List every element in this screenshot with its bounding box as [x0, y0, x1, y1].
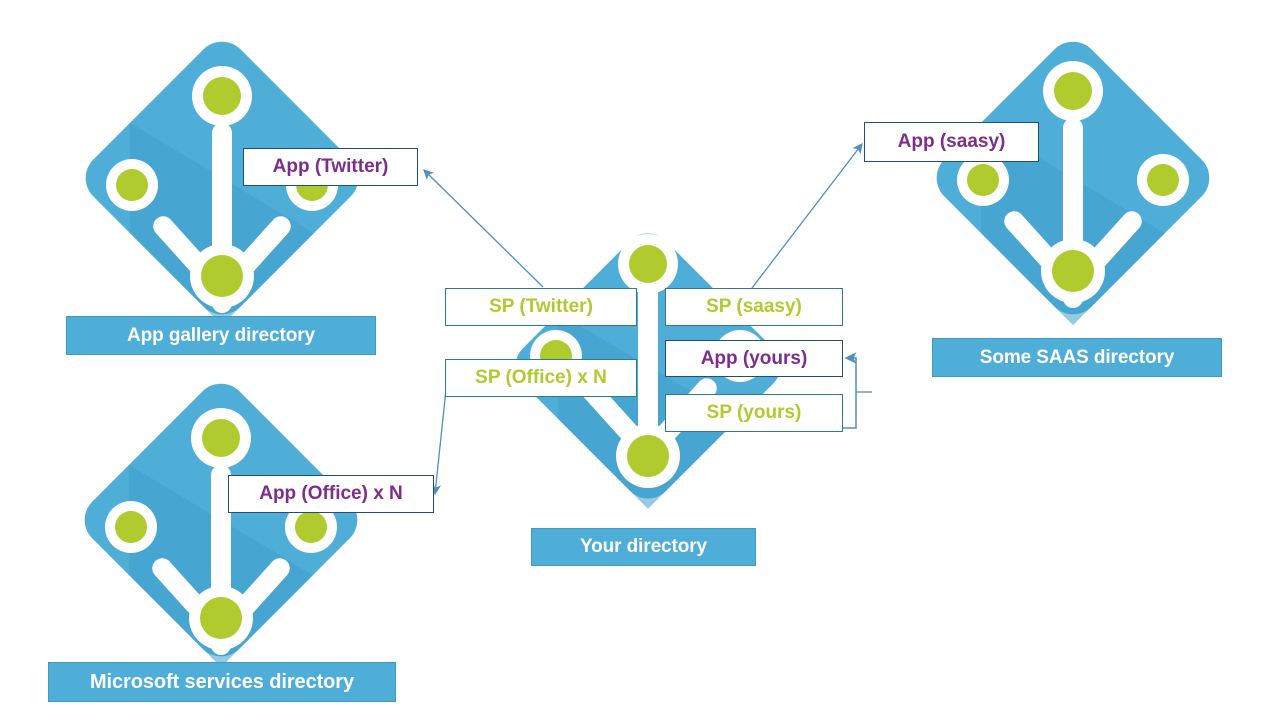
label-sp-office[interactable]: SP (Office) x N — [445, 359, 637, 397]
azure-ad-directory-icon-microsoft-services — [56, 370, 386, 670]
caption-app-gallery-directory: App gallery directory — [66, 316, 376, 355]
connector-office — [430, 379, 448, 496]
caption-microsoft-services-directory: Microsoft services directory — [48, 662, 396, 702]
caption-some-saas-directory: Some SAAS directory — [932, 338, 1222, 377]
label-sp-yours[interactable]: SP (yours) — [665, 394, 843, 432]
label-sp-saasy[interactable]: SP (saasy) — [665, 288, 843, 326]
label-app-saasy[interactable]: App (saasy) — [864, 122, 1039, 162]
label-app-yours[interactable]: App (yours) — [665, 340, 843, 377]
azure-ad-directory-icon-some-saas — [912, 28, 1234, 328]
connector-yours — [843, 352, 857, 429]
caption-your-directory: Your directory — [531, 528, 756, 566]
label-app-twitter[interactable]: App (Twitter) — [243, 148, 418, 186]
label-sp-twitter[interactable]: SP (Twitter) — [445, 288, 637, 326]
label-app-office[interactable]: App (Office) x N — [228, 475, 434, 513]
